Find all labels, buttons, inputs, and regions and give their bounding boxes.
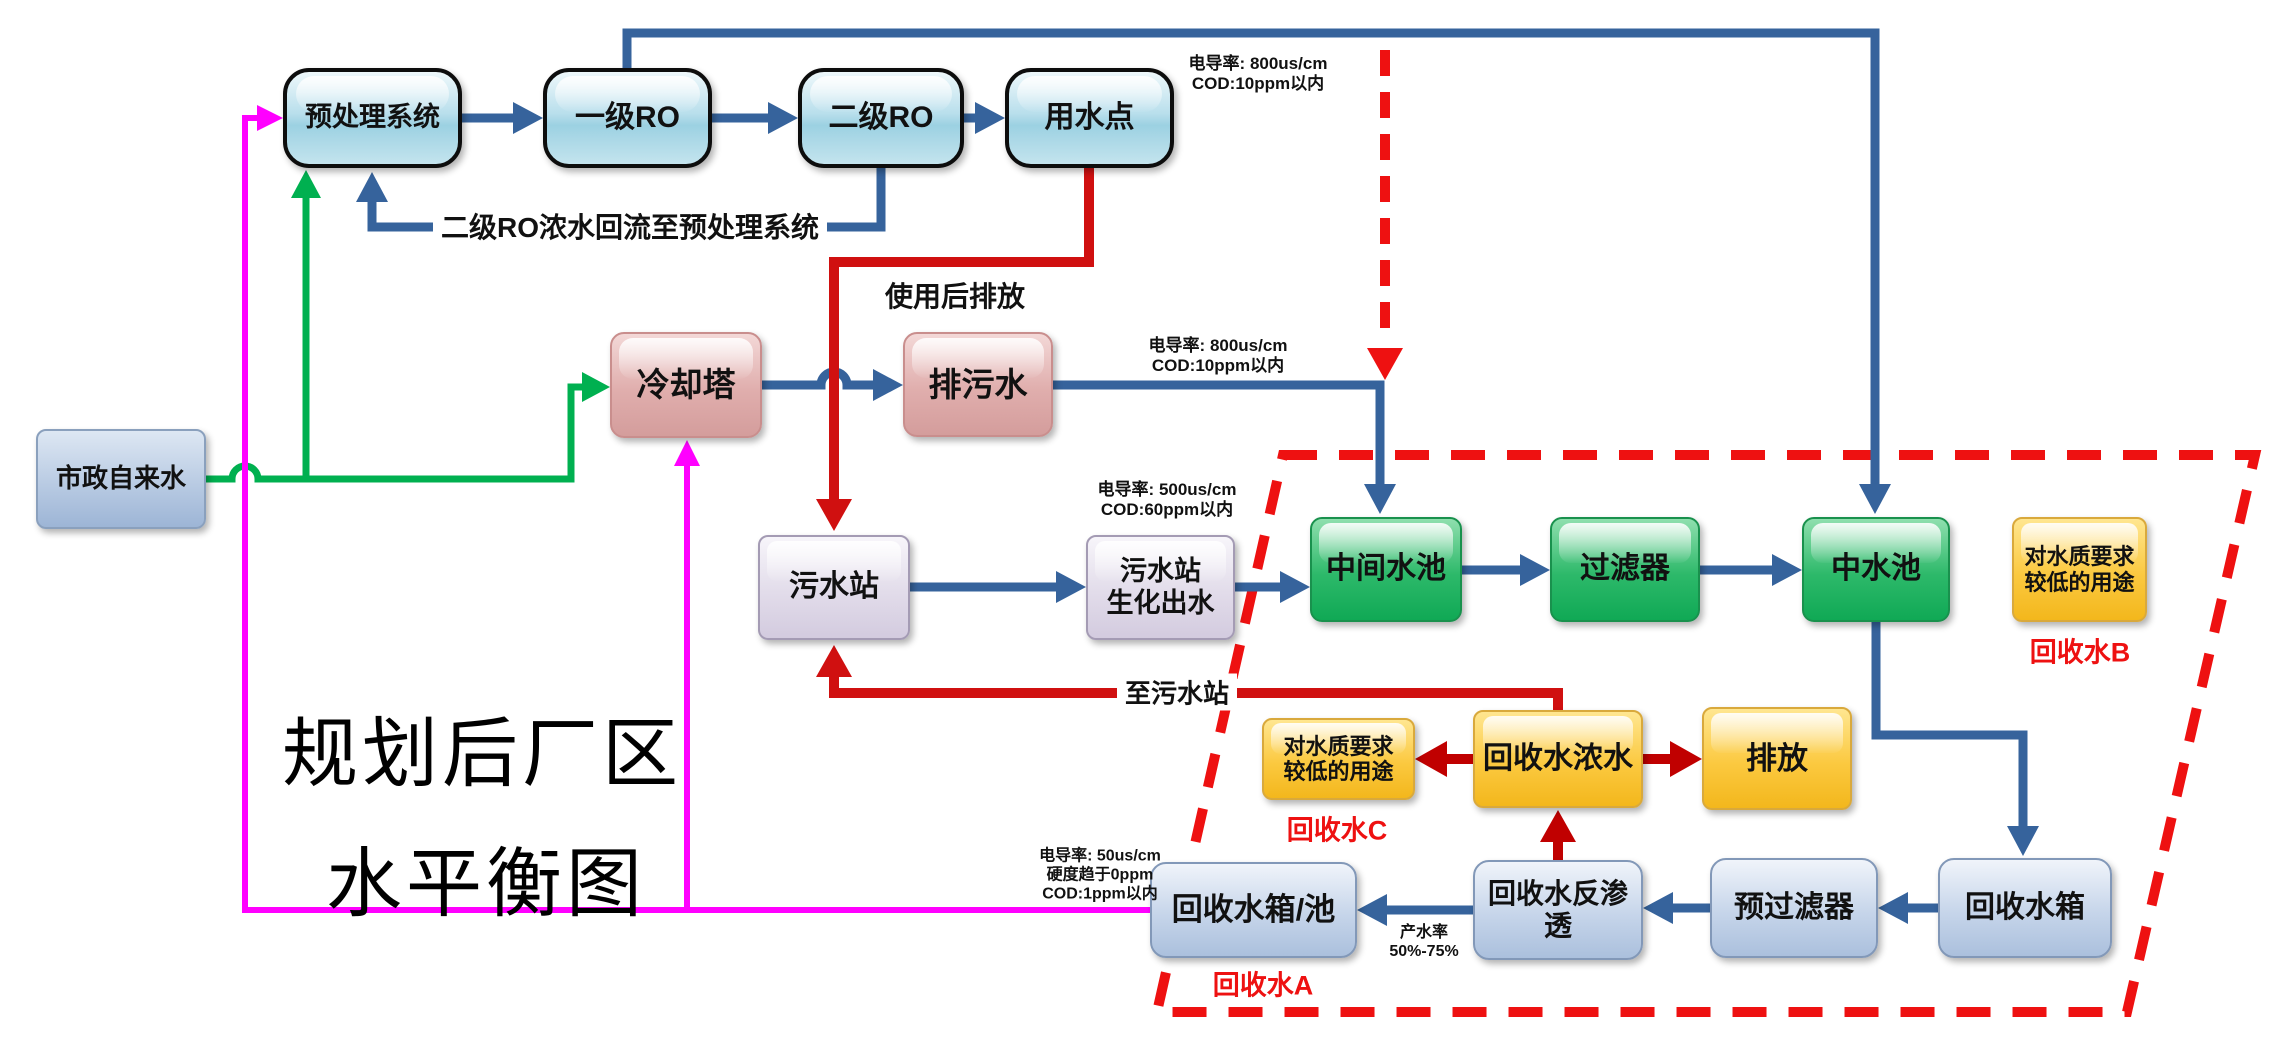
label-recycle-c: 回收水C [1286, 815, 1388, 846]
label-yield-rate: 产水率 50%-75% [1389, 924, 1459, 960]
node-recycle-ro: 回收水反渗透 [1473, 860, 1643, 960]
node-water-use-point: 用水点 [1005, 68, 1174, 168]
node-sewage-station: 污水站 [758, 535, 910, 640]
node-recycle-concentrate: 回收水浓水 [1473, 710, 1643, 808]
label-ro2-return: 二级RO浓水回流至预处理系统 [432, 206, 828, 246]
annotation-ro-product: 电导率: 800us/cm COD:10ppm以内 [1188, 53, 1328, 93]
planned-zone-outline [1150, 50, 2262, 1017]
node-discharge: 排放 [1702, 707, 1852, 810]
label-recycle-b: 回收水B [2029, 637, 2131, 668]
node-cooling-tower: 冷却塔 [610, 332, 762, 438]
label-to-sewage-station: 至污水站 [1116, 673, 1238, 711]
node-sewage-bio-out: 污水站 生化出水 [1086, 535, 1235, 640]
dark-red-arrowheads [1415, 741, 1702, 842]
node-low-quality-use-c: 对水质要求 较低的用途 [1262, 718, 1415, 800]
magenta-arrowheads [257, 105, 700, 466]
node-reclaimed-pool: 中水池 [1802, 517, 1950, 622]
label-recycle-a: 回收水A [1212, 970, 1314, 1001]
node-ro2: 二级RO [798, 68, 964, 168]
node-prefilter: 预过滤器 [1710, 858, 1878, 958]
node-ro1: 一级RO [543, 68, 712, 168]
annotation-blowdown: 电导率: 800us/cm COD:10ppm以内 [1148, 335, 1288, 375]
node-low-quality-use-b: 对水质要求 较低的用途 [2012, 517, 2147, 622]
planned-zone-arrowhead [1367, 348, 1403, 380]
node-middle-pool: 中间水池 [1310, 517, 1462, 622]
annotation-sewage-out: 电导率: 500us/cm COD:60ppm以内 [1097, 479, 1237, 519]
dark-red-flow-lines [1445, 754, 1672, 860]
node-recycle-tank: 回收水箱 [1938, 858, 2112, 958]
node-blowdown-water: 排污水 [903, 332, 1053, 437]
annotation-recycle-water: 电导率: 50us/cm 硬度趋于0ppm COD:1ppm以内 [1039, 847, 1161, 903]
blue-arrowheads [356, 102, 2039, 926]
node-filter: 过滤器 [1550, 517, 1700, 622]
red-arrowheads [816, 499, 852, 677]
magenta-flow-lines [242, 115, 1150, 913]
diagram-title-line2: 水平衡图 [326, 842, 646, 927]
diagram-title-line1: 规划后厂区 [282, 712, 682, 797]
node-city-water: 市政自来水 [36, 429, 206, 529]
node-recycle-tank-pool: 回收水箱/池 [1150, 862, 1357, 958]
node-pretreatment: 预处理系统 [283, 68, 462, 168]
label-after-use-discharge: 使用后排放 [884, 281, 1026, 312]
blue-flow-lines [367, 28, 2028, 915]
green-arrowheads [291, 170, 610, 402]
